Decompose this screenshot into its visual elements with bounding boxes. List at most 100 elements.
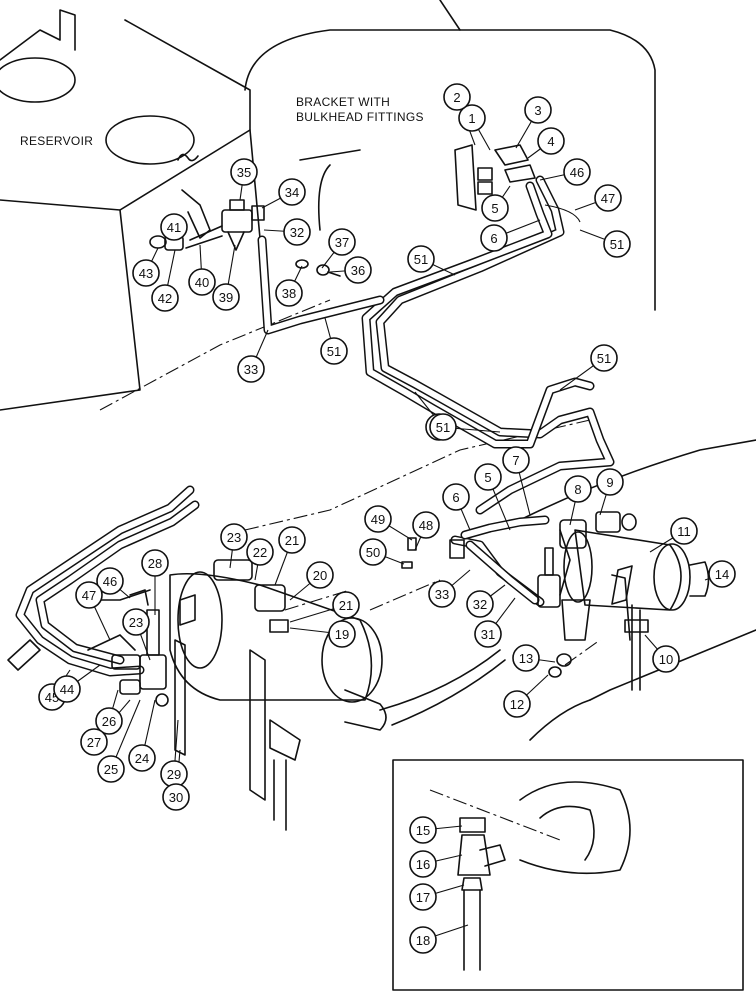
callout-7: 7 [502, 446, 530, 474]
right-valve-tubes [401, 511, 637, 678]
callout-circle [237, 355, 265, 383]
callout-17: 17 [409, 883, 437, 911]
left-accumulator [169, 571, 506, 831]
callout-number: 8 [574, 482, 581, 497]
callout-51: 51 [603, 230, 631, 258]
callout-number: 21 [285, 533, 299, 548]
callout-number: 6 [490, 231, 497, 246]
callout-number: 21 [339, 598, 353, 613]
reservoir-label: RESERVOIR [20, 134, 93, 148]
callout-number: 34 [285, 185, 299, 200]
callout-number: 23 [129, 615, 143, 630]
callout-circle [212, 283, 240, 311]
callout-30: 30 [162, 783, 190, 811]
callout-circle [429, 413, 457, 441]
callout-number: 29 [167, 767, 181, 782]
callout-circle [409, 816, 437, 844]
callout-18: 18 [409, 926, 437, 954]
callout-circle [603, 230, 631, 258]
callout-number: 17 [416, 890, 430, 905]
callout-circle [188, 268, 216, 296]
callout-circle [524, 96, 552, 124]
callout-number: 5 [491, 201, 498, 216]
callout-circle [230, 158, 258, 186]
callout-26: 26 [95, 707, 123, 735]
callout-number: 6 [452, 490, 459, 505]
callout-number: 27 [87, 735, 101, 750]
callout-15: 15 [409, 816, 437, 844]
callout-number: 15 [416, 823, 430, 838]
callout-16: 16 [409, 850, 437, 878]
callout-circle [278, 178, 306, 206]
callout-21: 21 [278, 526, 306, 554]
callout-circle [512, 644, 540, 672]
bulkhead-bracket [454, 144, 536, 211]
callout-number: 23 [227, 530, 241, 545]
callout-46: 46 [563, 158, 591, 186]
callout-29: 29 [160, 760, 188, 788]
callout-10: 10 [652, 645, 680, 673]
callout-14: 14 [708, 560, 736, 588]
callout-5: 5 [481, 194, 509, 222]
callout-number: 49 [371, 512, 385, 527]
callout-circle [95, 707, 123, 735]
callout-32: 32 [466, 590, 494, 618]
callout-number: 37 [335, 235, 349, 250]
callout-number: 51 [610, 237, 624, 252]
callout-circle [708, 560, 736, 588]
callout-number: 51 [414, 252, 428, 267]
callout-44: 44 [53, 675, 81, 703]
callout-51: 51 [320, 337, 348, 365]
callout-circle [502, 446, 530, 474]
callout-circle [563, 158, 591, 186]
callout-circle [328, 228, 356, 256]
callout-9: 9 [596, 468, 624, 496]
callout-number: 48 [419, 518, 433, 533]
callout-number: 42 [158, 291, 172, 306]
callout-number: 4 [547, 134, 554, 149]
callout-circle [596, 468, 624, 496]
callout-circle [443, 83, 471, 111]
upper-valve-assembly [149, 199, 341, 277]
callout-circle [466, 590, 494, 618]
callout-number: 2 [453, 90, 460, 105]
callout-35: 35 [230, 158, 258, 186]
callout-number: 5 [484, 470, 491, 485]
callout-47: 47 [75, 581, 103, 609]
right-accumulator [559, 529, 710, 691]
callout-31: 31 [474, 620, 502, 648]
callout-circle [458, 104, 486, 132]
callout-number: 51 [327, 344, 341, 359]
callout-circle [412, 511, 440, 539]
callout-circle [220, 523, 248, 551]
callout-27: 27 [80, 728, 108, 756]
callout-number: 3 [534, 103, 541, 118]
callout-6: 6 [442, 483, 470, 511]
callout-circle [96, 567, 124, 595]
callout-21: 21 [332, 591, 360, 619]
callout-number: 9 [606, 475, 613, 490]
callout-circle [670, 517, 698, 545]
callout-2: 2 [443, 83, 471, 111]
callout-circle [409, 850, 437, 878]
callout-8: 8 [564, 475, 592, 503]
callout-49: 49 [364, 505, 392, 533]
callout-circle [481, 194, 509, 222]
callout-circle [474, 463, 502, 491]
callout-circle [97, 755, 125, 783]
callout-22: 22 [246, 538, 274, 566]
callout-circle [537, 127, 565, 155]
callout-number: 11 [677, 524, 691, 539]
callout-circle [246, 538, 274, 566]
callout-number: 36 [351, 263, 365, 278]
callout-36: 36 [344, 256, 372, 284]
callout-circle [409, 883, 437, 911]
callout-50: 50 [359, 538, 387, 566]
callout-circle [480, 224, 508, 252]
callout-circle [344, 256, 372, 284]
callout-51: 51 [590, 344, 618, 372]
callout-number: 51 [436, 420, 450, 435]
callout-circle [275, 279, 303, 307]
reservoir-outline [0, 9, 263, 411]
